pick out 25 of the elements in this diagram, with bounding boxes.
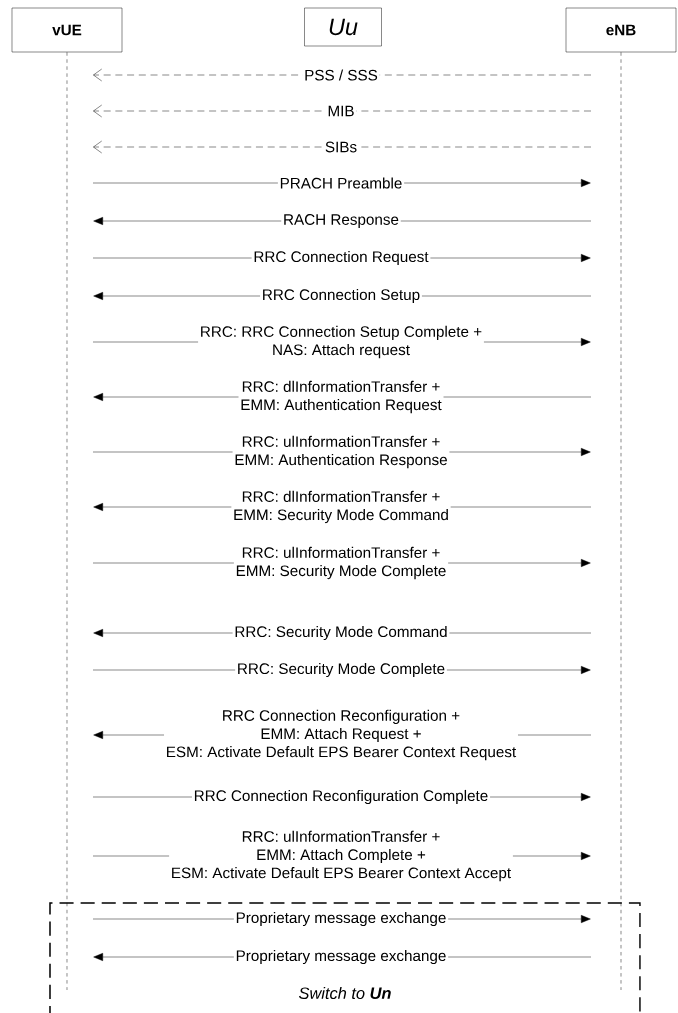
message-label: RRC: dlInformationTransfer + EMM: Security Mode Command [231, 489, 451, 525]
message-label: RRC: dlInformationTransfer + EMM: Authentication Request [238, 379, 444, 415]
message-label: RRC: ulInformationTransfer + EMM: Authentication Response [232, 434, 450, 470]
message-label: RACH Response [281, 212, 401, 230]
arrow [93, 140, 592, 154]
message-label: RRC Connection Reconfiguration + EMM: Attach Request + ESM: Activate Default EPS Bearer Context Request [164, 708, 518, 763]
message-label: RRC: Security Mode Complete [235, 661, 447, 679]
message-label: SIBs [323, 139, 359, 155]
message-label: PSS / SSS [302, 67, 380, 83]
message-label: RRC Connection Reconfiguration Complete [191, 788, 491, 806]
message-label: RRC: Security Mode Command [232, 624, 450, 642]
message-label: RRC Connection Setup [260, 287, 422, 305]
participant-box: eNB [565, 7, 677, 53]
frame-label: Switch to Un [299, 987, 391, 1000]
message-label: PRACH Preamble [277, 175, 405, 191]
message-label: RRC: ulInformationTransfer + EMM: Attach Complete + ESM: Activate Default EPS Bearer Context Accept [169, 829, 513, 884]
message-label: Proprietary message exchange [233, 910, 449, 928]
message-label: MIB [325, 104, 357, 118]
arrow [93, 104, 592, 118]
message-label: RRC Connection Request [251, 249, 431, 267]
message-label: Proprietary message exchange [233, 948, 449, 966]
message-label: RRC: ulInformationTransfer + EMM: Security Mode Complete [233, 545, 449, 581]
interface-box: Uu [304, 7, 382, 47]
participant-box: vUE [11, 7, 123, 53]
message-label: RRC: RRC Connection Setup Complete + NAS: Attach request [198, 324, 484, 360]
